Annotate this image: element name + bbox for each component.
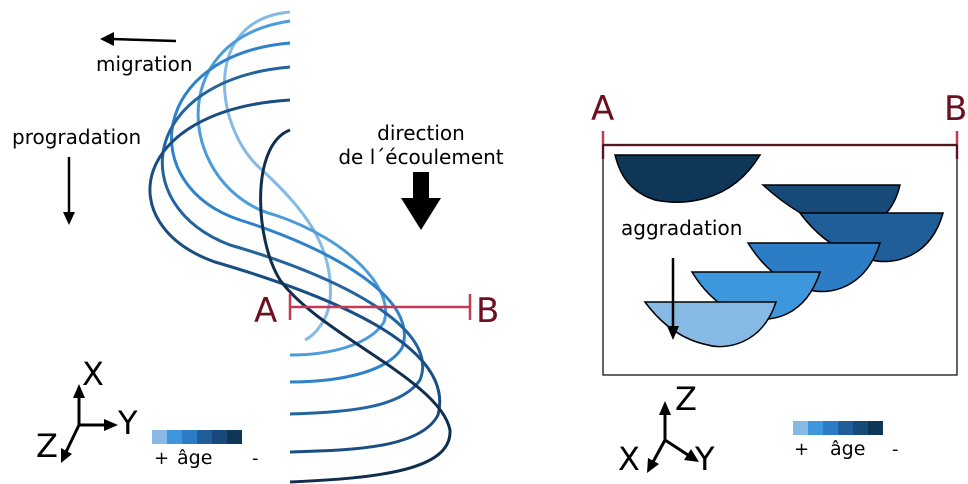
label-a-left: A (254, 291, 277, 331)
age-legend-right-label: âge (830, 438, 865, 460)
meander-curve-6 (259, 128, 452, 484)
meander-curve-5 (148, 98, 442, 454)
flow-direction-arrow (401, 172, 441, 230)
channel-fills (614, 154, 944, 348)
label-a-right: A (591, 89, 614, 129)
section-line-left (288, 294, 472, 320)
axis-z-right: Z (675, 380, 697, 418)
age-legend-right (793, 421, 883, 435)
axes-left (61, 384, 118, 463)
meander-curve-3 (170, 41, 406, 384)
migration-arrow (100, 32, 177, 46)
age-legend-right-plus: + (794, 439, 809, 460)
meander-curve-2 (196, 19, 388, 357)
age-legend-left-label: âge (177, 447, 212, 469)
axis-z-left: Z (36, 427, 58, 465)
meander-curve-4 (161, 65, 424, 416)
age-legend-left-minus: - (252, 448, 259, 469)
label-b-left: B (476, 291, 499, 331)
age-legend-left-plus: + (154, 448, 169, 469)
aggradation-arrow (667, 258, 679, 340)
channel-fill-1 (614, 154, 762, 203)
flow-direction-label-line1: direction (377, 121, 465, 145)
label-b-right: B (944, 89, 967, 129)
cross-section-box (602, 144, 958, 376)
progradation-arrow (63, 157, 75, 225)
flow-direction-label-line2: de l´écoulement (338, 145, 503, 169)
meander-curve-1 (223, 10, 332, 342)
age-legend-right-minus: - (892, 439, 899, 460)
age-legend-left (152, 430, 242, 444)
progradation-label: progradation (12, 125, 141, 149)
migration-label: migration (96, 52, 193, 76)
axes-right (647, 401, 699, 473)
meander-curves (148, 10, 452, 484)
axis-y-right: Y (694, 440, 715, 478)
axis-x-right: X (618, 440, 640, 478)
channel-fill-6 (643, 301, 778, 348)
aggradation-label: aggradation (621, 216, 742, 240)
axis-y-left: Y (117, 404, 138, 442)
axis-x-left: X (82, 355, 104, 393)
